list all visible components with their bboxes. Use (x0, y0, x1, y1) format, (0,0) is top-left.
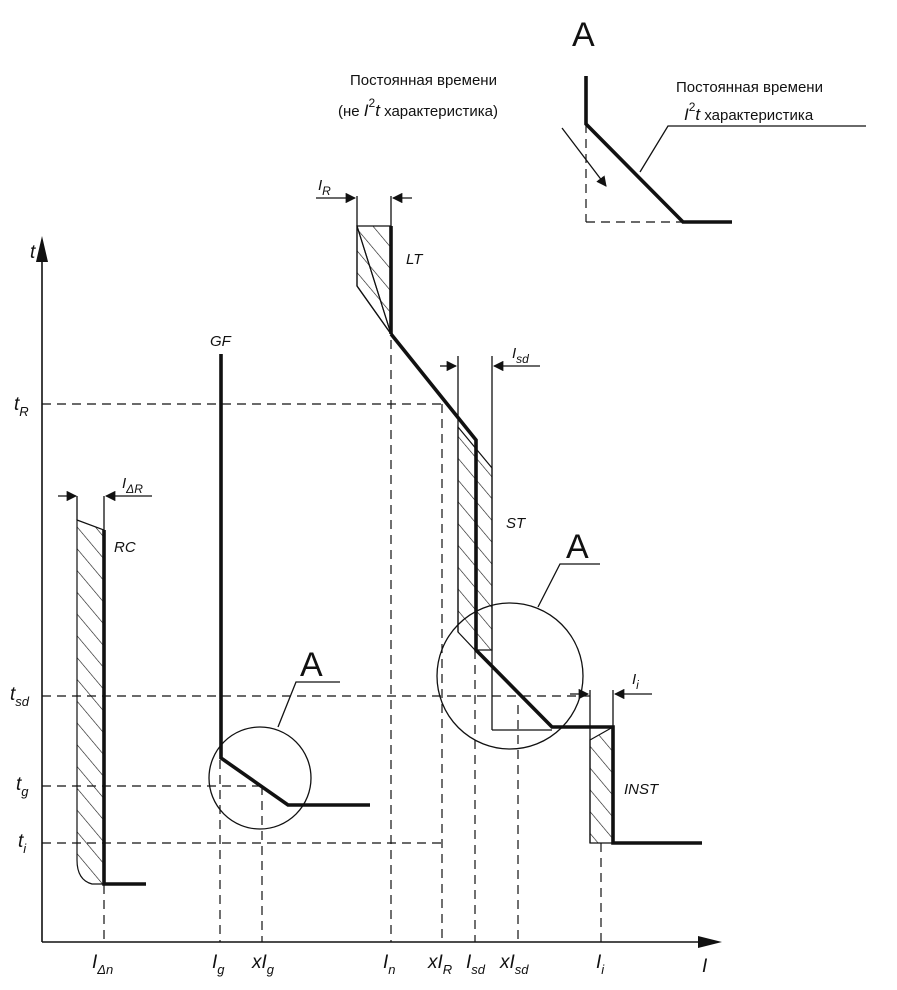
tick-xi-r: xIR (427, 952, 452, 977)
tick-i-sd: Isd (466, 952, 486, 977)
tick-i-i: Ii (596, 952, 605, 977)
tick-t-i: ti (18, 831, 27, 856)
lt-st-inst-characteristic-line (389, 332, 702, 845)
st-band-label: Isd (512, 345, 529, 366)
x-axis-label: I (702, 956, 708, 977)
st-label: ST (506, 515, 527, 532)
inset-left-note-line2: (не I2t характеристика) (338, 96, 498, 120)
tick-t-r: tR (14, 394, 29, 419)
tick-i-n: In (383, 952, 396, 977)
rc-characteristic-line (102, 530, 146, 886)
tick-t-sd: tsd (10, 684, 30, 709)
x-tick-labels: IΔn Ig xIg In xIR Isd xIsd Ii (92, 952, 605, 977)
st-detail-circle (436, 602, 584, 750)
inst-band-label: Ii (632, 671, 639, 692)
gf-curve: GF A (208, 333, 370, 830)
gf-characteristic-line (219, 354, 370, 807)
inset-right-note-line1: Постоянная времени (676, 79, 823, 96)
st-detail-marker: A (566, 528, 589, 566)
tick-xi-sd: xIsd (499, 952, 529, 977)
y-tick-labels: tR tsd tg ti (10, 394, 30, 856)
horizontal-guides (42, 403, 590, 844)
inst-label: INST (624, 781, 660, 798)
inst-tolerance-band (589, 725, 614, 844)
tick-i-g: Ig (212, 952, 225, 977)
lt-label: LT (406, 251, 424, 268)
rc-curve: IΔR RC (58, 475, 152, 886)
axes: t I (30, 236, 722, 977)
gf-detail-leader (277, 681, 340, 728)
x-axis-arrow-icon (698, 936, 722, 948)
lt-band-label: IR (318, 177, 331, 198)
y-axis-arrow-icon (36, 236, 48, 262)
inset-left-pointer (561, 127, 607, 187)
inst-curve: Ii INST (570, 671, 660, 844)
inset-detail: A Постоянная времени (не I2t характерист… (338, 16, 866, 224)
inset-left-note-line1: Постоянная времени (350, 72, 497, 89)
tick-i-dn: IΔn (92, 952, 113, 977)
st-detail-leader (537, 563, 600, 608)
inset-characteristic-line (584, 76, 732, 224)
inset-right-note-line2: I2t характеристика (684, 100, 814, 124)
vertical-guides (103, 340, 602, 942)
gf-detail-marker: A (300, 646, 323, 684)
tick-xi-g: xIg (251, 952, 275, 977)
rc-label: RC (114, 539, 136, 556)
lt-band-slope-edge (356, 285, 392, 335)
gf-label: GF (210, 333, 232, 350)
inset-title: A (572, 16, 595, 54)
tick-t-g: tg (16, 774, 29, 799)
rc-band-label: IΔR (122, 475, 143, 496)
gf-detail-circle (208, 726, 312, 830)
y-axis-label: t (30, 242, 36, 263)
lt-st-curve: IR LT Isd ST A (316, 177, 702, 845)
rc-tolerance-band (76, 519, 105, 885)
inset-right-leader (639, 125, 866, 173)
